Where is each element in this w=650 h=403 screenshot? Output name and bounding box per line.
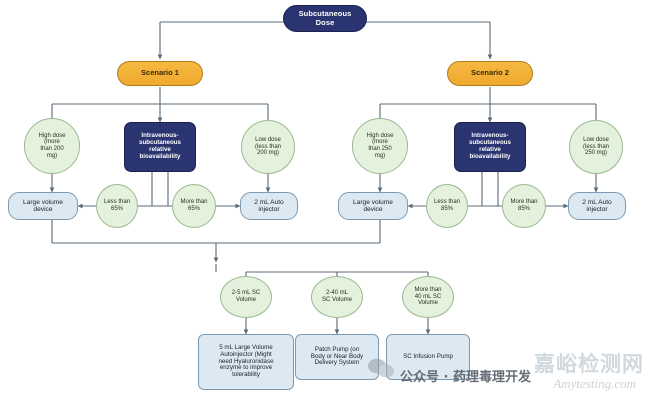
node-device-patch-pump[interactable]: Patch Pump (on Body or Near Body Deliver… — [295, 334, 379, 380]
node-s2-high-dose[interactable]: High dose (more than 250 mg) — [352, 118, 408, 174]
node-s2-less-than-85[interactable]: Less than 85% — [426, 184, 468, 228]
node-scenario-1[interactable]: Scenario 1 — [117, 61, 203, 86]
node-volume-more-than-40ml[interactable]: More than 40 mL SC Volume — [402, 276, 454, 318]
node-s1-large-volume-device[interactable]: Large volume device — [8, 192, 78, 220]
node-s1-relative-bioavailability[interactable]: Intravenous- subcutaneous relative bioav… — [124, 122, 196, 172]
node-volume-2-5ml[interactable]: 2-5 mL SC Volume — [220, 276, 272, 318]
node-scenario-2[interactable]: Scenario 2 — [447, 61, 533, 86]
node-volume-2-40ml[interactable]: 2-40 mL SC Volume — [311, 276, 363, 318]
node-s1-more-than-65[interactable]: More than 65% — [172, 184, 216, 228]
node-s1-low-dose[interactable]: Low dose (less than 200 mg) — [241, 120, 295, 174]
node-subcutaneous-dose[interactable]: Subcutaneous Dose — [283, 5, 367, 32]
node-s1-less-than-65[interactable]: Less than 65% — [96, 184, 138, 228]
node-device-large-volume-autoinjector[interactable]: 5 mL Large Volume Autoinjector (Might ne… — [198, 334, 294, 390]
node-s2-relative-bioavailability[interactable]: Intravenous- subcutaneous relative bioav… — [454, 122, 526, 172]
node-s2-low-dose[interactable]: Low dose (less than 250 mg) — [569, 120, 623, 174]
node-device-sc-infusion-pump[interactable]: SC Infusion Pump — [386, 334, 470, 380]
node-s1-auto-injector[interactable]: 2 mL Auto injector — [240, 192, 298, 220]
node-s1-high-dose[interactable]: High dose (more than 200 mg) — [24, 118, 80, 174]
node-s2-more-than-85[interactable]: More than 85% — [502, 184, 546, 228]
node-s2-auto-injector[interactable]: 2 mL Auto injector — [568, 192, 626, 220]
node-s2-large-volume-device[interactable]: Large volume device — [338, 192, 408, 220]
